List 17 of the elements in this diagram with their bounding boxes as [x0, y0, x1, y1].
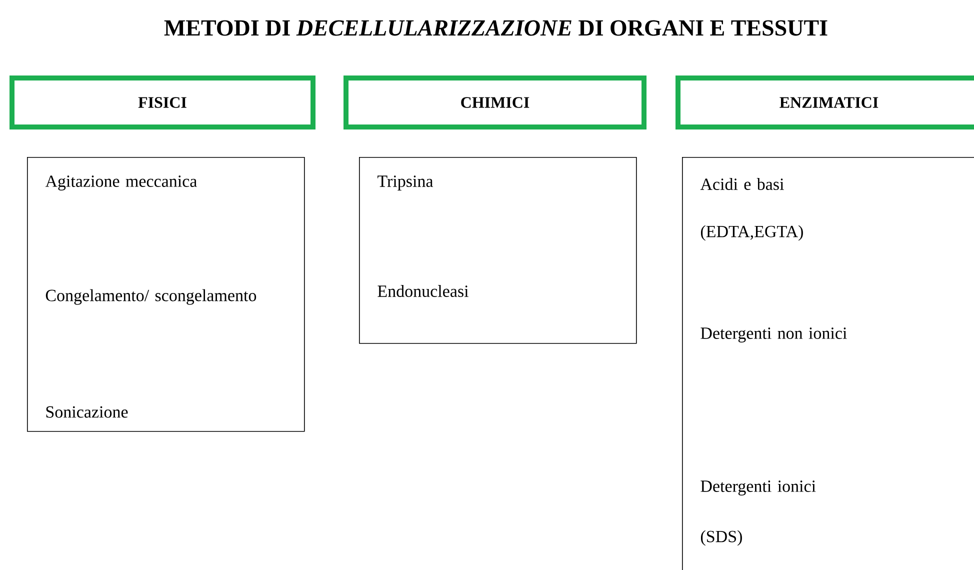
category-header: CHIMICI — [344, 76, 646, 130]
method-item: Tripsina — [378, 176, 434, 190]
method-item: (SDS) — [700, 530, 742, 546]
category-header: ENZIMATICI — [676, 76, 974, 130]
method-list-box — [359, 157, 637, 344]
method-item: Endonucleasi — [378, 285, 468, 297]
method-item: (EDTA,EGTA) — [700, 225, 803, 241]
method-item: Congelamento/ scongelamento — [46, 289, 256, 305]
category-header: FISICI — [10, 76, 316, 130]
method-item: Agitazione meccanica — [45, 176, 197, 190]
method-item: Acidi e basi — [700, 178, 784, 190]
method-item: Detergenti non ionici — [700, 328, 847, 342]
title: METODI DI DECELLULARIZZAZIONE DI ORGANI E TESSUTI — [164, 20, 828, 36]
method-item: Sonicazione — [46, 406, 128, 418]
method-item: Detergenti ionici — [700, 480, 816, 496]
method-list-box — [27, 157, 305, 432]
method-list-box — [682, 157, 974, 570]
